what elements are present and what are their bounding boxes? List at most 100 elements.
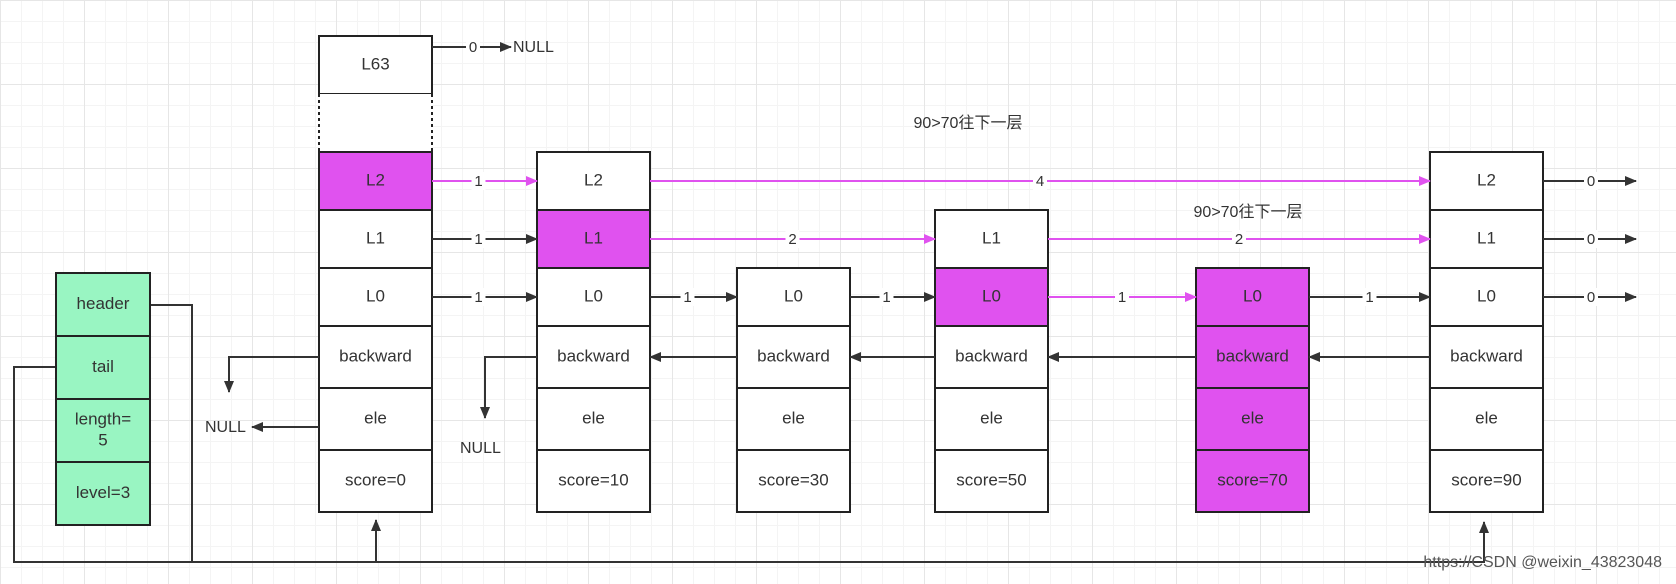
level-cell bbox=[1429, 209, 1544, 269]
skiplist-node-n70: L0 backward ele score=70 bbox=[1195, 267, 1310, 513]
edge-head-n10-L1: 1 bbox=[432, 230, 538, 248]
score-cell bbox=[1429, 449, 1544, 513]
score-cell-label: score=0 bbox=[345, 470, 406, 489]
edge-head-null-L63: 0 bbox=[432, 38, 512, 56]
level-label: L0 bbox=[366, 286, 385, 305]
ele-cell-label: ele bbox=[980, 408, 1003, 427]
level-cell bbox=[318, 267, 433, 327]
ele-cell bbox=[318, 387, 433, 451]
score-cell-label: score=50 bbox=[956, 470, 1026, 489]
edge-head-n10-L0: 1 bbox=[432, 288, 538, 306]
header-field-box bbox=[55, 461, 151, 526]
ele-cell-label: ele bbox=[364, 408, 387, 427]
ele-cell-label: ele bbox=[1241, 408, 1264, 427]
ele-cell-label: ele bbox=[782, 408, 805, 427]
level-label: L0 bbox=[784, 286, 803, 305]
score-cell-label: score=90 bbox=[1451, 470, 1521, 489]
ele-cell bbox=[1195, 387, 1310, 451]
edge-n30-n50-L0: 1 bbox=[850, 288, 936, 306]
level-label: L63 bbox=[361, 54, 389, 73]
edge-span-label: 1 bbox=[474, 231, 482, 248]
edge-n50-n70-L0: 1 bbox=[1048, 288, 1197, 306]
level-label: L1 bbox=[584, 228, 603, 247]
score-cell-label: score=70 bbox=[1217, 470, 1287, 489]
edge-n10-n50-L1: 2 bbox=[650, 230, 936, 248]
edge-n90-end-L2: 0 bbox=[1543, 172, 1637, 190]
edge-n50-n90-L1: 2 bbox=[1048, 230, 1431, 248]
header-field-label: tail bbox=[92, 357, 114, 376]
note-level1: 90>70往下一层 bbox=[1194, 203, 1303, 221]
edge-span-label: 0 bbox=[1587, 173, 1595, 190]
header-field-label: length=5 bbox=[75, 410, 131, 450]
score-cell-label: score=10 bbox=[558, 470, 628, 489]
note-level2: 90>70往下一层 bbox=[914, 114, 1023, 132]
backward-cell bbox=[1195, 325, 1310, 389]
null-label-l63: NULL bbox=[513, 39, 554, 56]
backward-link-head bbox=[224, 356, 319, 393]
level-label: L2 bbox=[584, 170, 603, 189]
edge-span-label: 0 bbox=[469, 39, 477, 56]
score-cell bbox=[1195, 449, 1310, 513]
level-label: L1 bbox=[982, 228, 1001, 247]
header-field-label: level=3 bbox=[76, 483, 130, 502]
watermark: https://CSDN @weixin_43823048 bbox=[1423, 554, 1662, 571]
edge-span-label: 0 bbox=[1587, 231, 1595, 248]
level-label: L0 bbox=[584, 286, 603, 305]
header-tail-links bbox=[13, 304, 1489, 563]
level-label: L0 bbox=[982, 286, 1001, 305]
header-field-label: header bbox=[77, 294, 130, 313]
ele-cell-label: ele bbox=[582, 408, 605, 427]
level-cell bbox=[934, 267, 1049, 327]
level-label: L2 bbox=[1477, 170, 1496, 189]
backward-link-n10-null bbox=[480, 356, 537, 419]
header-struct: header tail length=5 level=3 bbox=[55, 272, 151, 526]
ele-cell bbox=[934, 387, 1049, 451]
score-cell bbox=[934, 449, 1049, 513]
ele-cell bbox=[1429, 387, 1544, 451]
backward-cell bbox=[318, 325, 433, 389]
skiplist-node-n30: L0 backward ele score=30 bbox=[736, 267, 851, 513]
level-gap-cell bbox=[319, 94, 432, 152]
header-field-box bbox=[55, 335, 151, 400]
ele-cell-label: ele bbox=[1475, 408, 1498, 427]
edge-span-label: 1 bbox=[474, 173, 482, 190]
level-label: L1 bbox=[1477, 228, 1496, 247]
level-label: L2 bbox=[366, 170, 385, 189]
tail-pointer-line bbox=[13, 366, 1489, 563]
header-field-box bbox=[55, 272, 151, 337]
level-cell bbox=[536, 209, 651, 269]
edge-span-label: 1 bbox=[1118, 289, 1126, 306]
backward-cell-label: backward bbox=[1216, 346, 1289, 365]
backward-cell-label: backward bbox=[1450, 346, 1523, 365]
level-cell bbox=[736, 267, 851, 327]
edge-head-n10-L2: 1 bbox=[432, 172, 538, 190]
edge-span-label: 1 bbox=[1365, 289, 1373, 306]
score-cell bbox=[736, 449, 851, 513]
score-cell-label: score=30 bbox=[758, 470, 828, 489]
backward-links bbox=[224, 352, 1430, 432]
edge-span-label: 1 bbox=[474, 289, 482, 306]
edge-n10-n30-L0: 1 bbox=[650, 288, 738, 306]
level-label: L1 bbox=[366, 228, 385, 247]
edge-span-label: 2 bbox=[788, 231, 796, 248]
header-field-box bbox=[55, 398, 151, 463]
edge-span-label: 4 bbox=[1036, 173, 1044, 190]
level-label: L0 bbox=[1477, 286, 1496, 305]
backward-cell-label: backward bbox=[557, 346, 630, 365]
edge-n90-end-L1: 0 bbox=[1543, 230, 1637, 248]
level-cell bbox=[1195, 267, 1310, 327]
score-cell bbox=[536, 449, 651, 513]
edge-span-label: 1 bbox=[882, 289, 890, 306]
backward-cell-label: backward bbox=[339, 346, 412, 365]
null-label-head-backward: NULL bbox=[205, 419, 246, 436]
edge-n10-n90-L2: 4 bbox=[650, 172, 1431, 190]
level-label: L0 bbox=[1243, 286, 1262, 305]
backward-cell-label: backward bbox=[757, 346, 830, 365]
edge-n70-n90-L0: 1 bbox=[1309, 288, 1431, 306]
